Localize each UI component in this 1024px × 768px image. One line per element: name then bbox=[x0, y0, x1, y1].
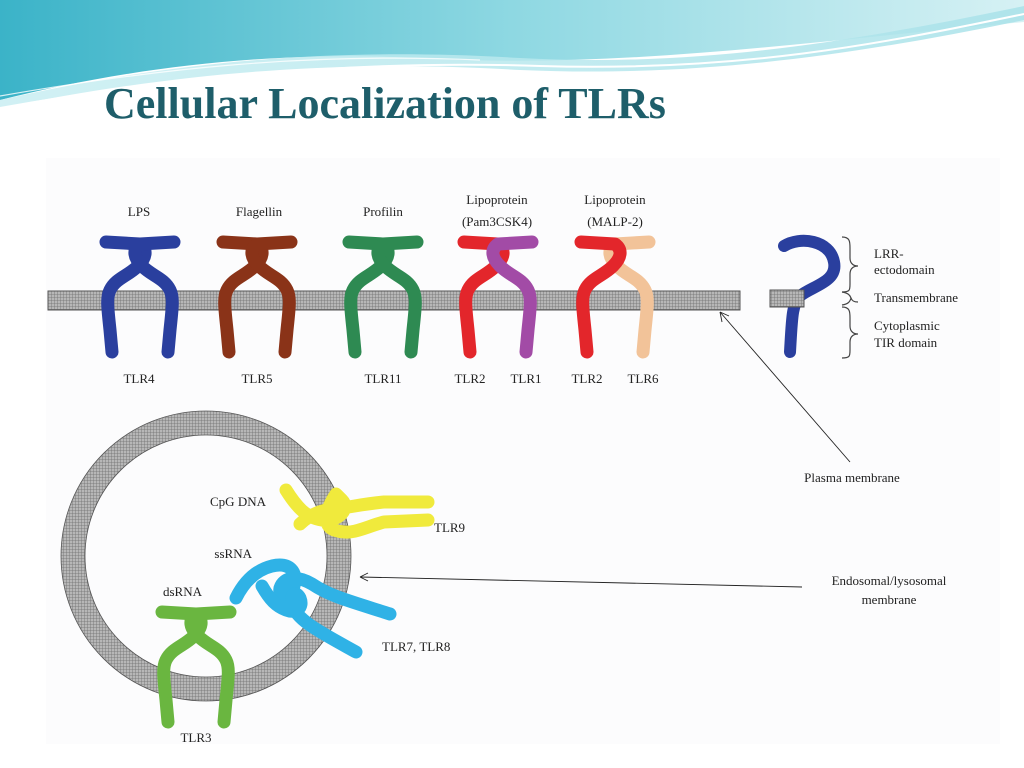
label-tlr3: TLR3 bbox=[180, 730, 211, 745]
label-tlr5: TLR5 bbox=[241, 371, 272, 386]
ligand-lipoprotein-2: Lipoprotein bbox=[584, 192, 646, 207]
slide-title: Cellular Localization of TLRs bbox=[104, 79, 666, 128]
ligand-pam3csk4: (Pam3CSK4) bbox=[462, 214, 532, 229]
tlr4-receptor bbox=[99, 235, 181, 359]
annotation-endosomal-line2: membrane bbox=[862, 592, 917, 607]
endosomal-membrane bbox=[61, 411, 351, 701]
legend-tir-line1: Cytoplasmic bbox=[874, 318, 940, 333]
legend-transmembrane: Transmembrane bbox=[874, 290, 958, 305]
tlr9-receptor bbox=[279, 483, 435, 539]
annotation-endosomal-line1: Endosomal/lysosomal bbox=[832, 573, 947, 588]
annotation-plasma-membrane: Plasma membrane bbox=[804, 470, 900, 485]
label-tlr2-b: TLR2 bbox=[571, 371, 602, 386]
ligand-flagellin: Flagellin bbox=[236, 204, 283, 219]
label-tlr2-a: TLR2 bbox=[454, 371, 485, 386]
membrane-arrows bbox=[359, 311, 851, 588]
plasma-membrane bbox=[47, 290, 741, 311]
tlr11-receptor bbox=[342, 235, 424, 359]
ligand-cpg-dna: CpG DNA bbox=[210, 494, 267, 509]
label-tlr11: TLR11 bbox=[364, 371, 401, 386]
tlr2-tlr1-receptor bbox=[457, 235, 539, 359]
legend-lrr-line1: LRR- bbox=[874, 246, 904, 261]
label-tlr9: TLR9 bbox=[434, 520, 465, 535]
tlr2-tlr6-receptor bbox=[574, 235, 656, 359]
label-tlr6: TLR6 bbox=[627, 371, 659, 386]
ligand-lipoprotein-1: Lipoprotein bbox=[466, 192, 528, 207]
ligand-ssrna: ssRNA bbox=[214, 546, 252, 561]
label-tlr7-tlr8: TLR7, TLR8 bbox=[382, 639, 450, 654]
ligand-dsrna: dsRNA bbox=[163, 584, 203, 599]
tlr5-receptor bbox=[216, 235, 298, 359]
label-tlr1: TLR1 bbox=[510, 371, 541, 386]
ligand-lps: LPS bbox=[128, 204, 150, 219]
label-tlr4: TLR4 bbox=[123, 371, 155, 386]
ligand-malp2: (MALP-2) bbox=[587, 214, 643, 229]
header-waves bbox=[0, 0, 1024, 109]
legend-tir-line2: TIR domain bbox=[874, 335, 938, 350]
ligand-profilin: Profilin bbox=[363, 204, 403, 219]
tlr3-receptor bbox=[155, 605, 237, 729]
tlr7-tlr8-receptor bbox=[229, 558, 397, 659]
legend-lrr-line2: ectodomain bbox=[874, 262, 935, 277]
legend-braces bbox=[841, 236, 859, 359]
legend-receptor bbox=[769, 234, 841, 358]
